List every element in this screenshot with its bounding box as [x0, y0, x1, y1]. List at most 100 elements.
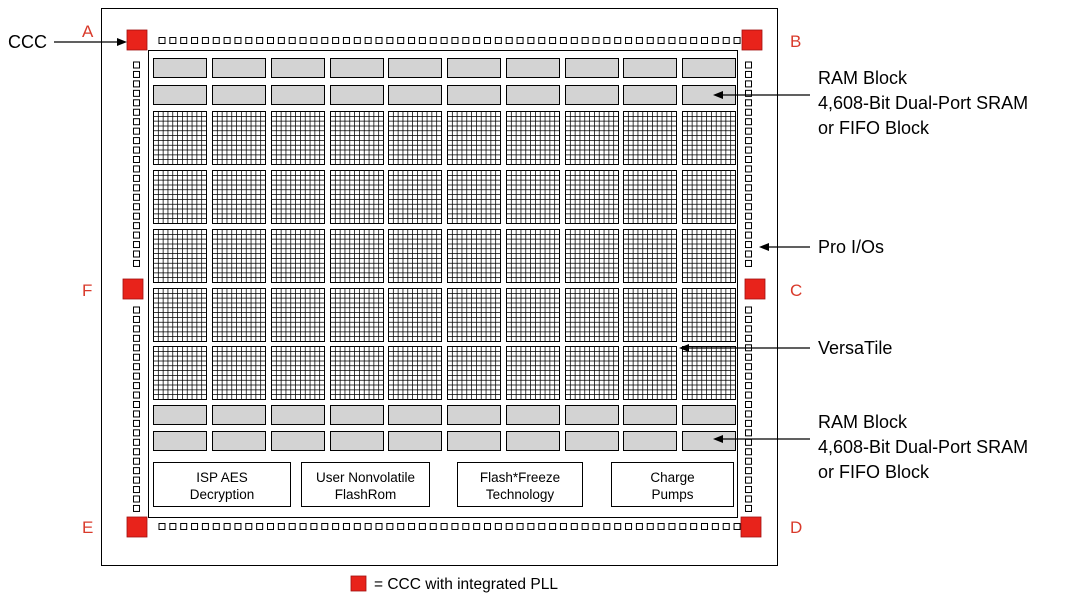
versatile-tile	[506, 346, 560, 400]
ram-block	[388, 431, 442, 451]
versatile-tile	[506, 288, 560, 342]
io-pad	[668, 37, 676, 44]
io-pad	[516, 37, 524, 44]
versatile-tile	[153, 229, 207, 283]
io-pad	[180, 523, 188, 530]
io-pad	[133, 372, 140, 380]
io-pad	[679, 37, 687, 44]
ram-block	[447, 431, 501, 451]
io-pad	[158, 523, 166, 530]
io-pad	[679, 523, 687, 530]
ccc-square-c	[744, 278, 766, 300]
ram-block	[506, 431, 560, 451]
ram-block	[623, 431, 677, 451]
io-pad	[133, 203, 140, 211]
io-pad	[342, 523, 350, 530]
io-pad	[745, 438, 752, 446]
function-block-flashrom-line1: User Nonvolatile	[316, 470, 415, 485]
io-pad	[310, 37, 318, 44]
ram-block	[565, 58, 619, 78]
ccc-square-a	[126, 29, 148, 51]
io-pad	[505, 37, 513, 44]
io-pad	[581, 523, 589, 530]
ram-block	[682, 58, 736, 78]
io-pad	[133, 467, 140, 475]
ram-block	[682, 405, 736, 425]
io-pad	[299, 523, 307, 530]
io-pad	[277, 523, 285, 530]
function-block-flash-freeze-line2: Technology	[486, 487, 555, 502]
io-pad	[133, 118, 140, 126]
io-pad	[701, 37, 708, 44]
io-pad	[473, 37, 481, 44]
io-pad	[745, 99, 752, 107]
versatile-tile	[153, 111, 207, 165]
io-pad	[745, 231, 752, 239]
corner-label-d: D	[790, 518, 802, 537]
ram-block	[153, 405, 207, 425]
ccc-square-f	[122, 278, 144, 300]
io-pad	[133, 241, 140, 249]
io-pad	[745, 165, 752, 173]
io-pad	[625, 37, 633, 44]
io-pad	[386, 37, 394, 44]
ram-block	[623, 58, 677, 78]
io-pad	[745, 410, 752, 418]
versatile-tile	[388, 288, 442, 342]
versatile-tile	[623, 229, 677, 283]
io-pad	[364, 37, 372, 44]
io-pad	[745, 495, 752, 503]
io-pad	[745, 127, 752, 135]
io-pad	[745, 61, 752, 69]
io-pad	[745, 108, 752, 116]
versatile-tile	[565, 229, 619, 283]
versatile-tile	[388, 170, 442, 224]
versatile-label: VersaTile	[818, 338, 892, 358]
io-pad	[559, 37, 567, 44]
io-pad	[745, 353, 752, 361]
io-pad	[745, 250, 752, 258]
ram-bottom-label-line2: 4,608-Bit Dual-Port SRAM	[818, 437, 1028, 457]
io-pad	[133, 315, 140, 323]
io-pad	[133, 259, 140, 267]
ram-block	[153, 85, 207, 105]
pro-ios-label: Pro I/Os	[818, 237, 884, 257]
io-pad	[223, 523, 231, 530]
function-block-flash-freeze: Flash*Freeze Technology	[457, 462, 583, 507]
io-pad	[133, 137, 140, 145]
io-pad	[133, 401, 140, 408]
io-pad	[256, 523, 264, 530]
io-pad	[625, 523, 633, 530]
io-pad	[133, 165, 140, 173]
io-pad	[158, 37, 166, 44]
io-pad	[745, 467, 752, 475]
io-pad	[234, 37, 242, 44]
io-pad	[288, 523, 296, 530]
versatile-tile	[565, 170, 619, 224]
ram-block	[447, 405, 501, 425]
ccc-label: CCC	[8, 32, 47, 52]
io-pad	[133, 504, 140, 512]
io-pad	[711, 37, 719, 44]
io-pad	[288, 37, 296, 44]
io-pad	[133, 438, 140, 446]
io-pad	[332, 37, 340, 44]
io-pad	[559, 523, 567, 530]
io-pad	[516, 523, 524, 530]
io-pad	[440, 523, 448, 530]
io-pad-row-bottom	[158, 523, 741, 530]
versatile-tile	[388, 229, 442, 283]
function-block-flashrom-box	[301, 462, 430, 507]
ccc-arrowhead	[117, 38, 127, 46]
versatile-tile	[212, 111, 266, 165]
io-pad	[745, 89, 752, 97]
legend-label: = CCC with integrated PLL	[374, 576, 558, 593]
versatile-tile	[330, 111, 384, 165]
io-pad	[494, 523, 502, 530]
ram-block	[271, 431, 325, 451]
versatile-tile	[271, 346, 325, 400]
versatile-tile	[506, 229, 560, 283]
io-pad	[745, 241, 752, 249]
io-pad	[484, 37, 491, 44]
